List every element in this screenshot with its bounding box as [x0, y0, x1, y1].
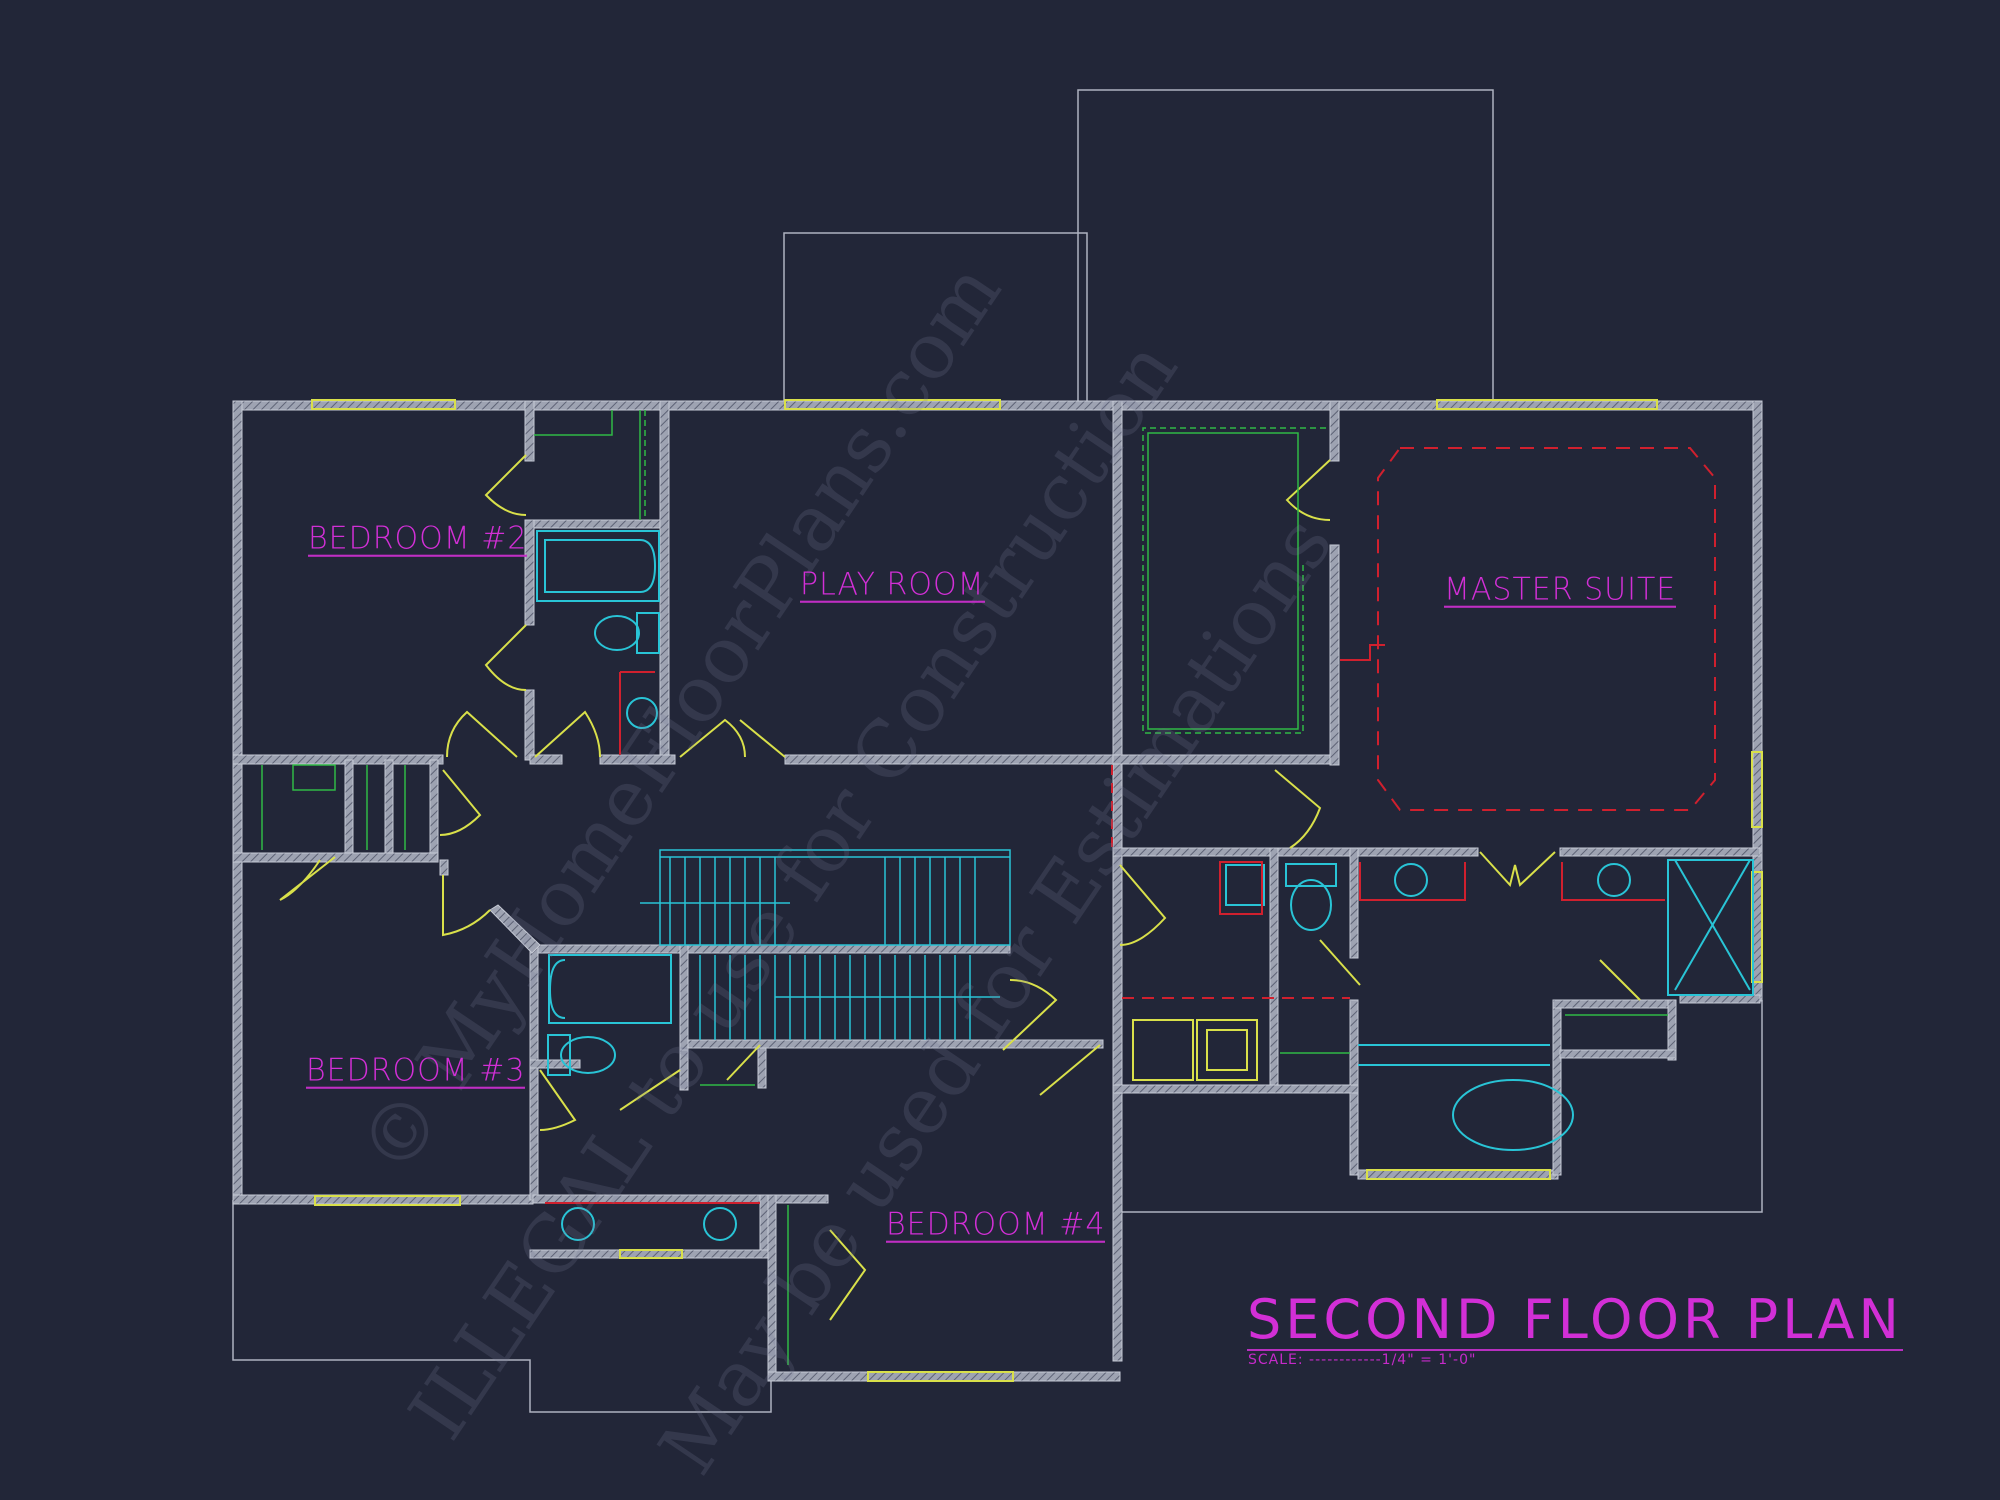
ceiling-lines [545, 447, 1716, 1204]
plan-title: SECOND FLOOR PLAN [1247, 1288, 1903, 1351]
room-label-play-room: PLAY ROOM [800, 566, 985, 603]
room-label-master-suite: MASTER SUITE [1444, 571, 1677, 608]
room-label-bedroom-3: BEDROOM #3 [306, 1052, 526, 1089]
laundry-units [1132, 1019, 1258, 1081]
room-label-bedroom-2: BEDROOM #2 [308, 520, 528, 557]
roof-outline [232, 89, 1763, 1413]
closets [261, 410, 1668, 1365]
doors [279, 454, 1641, 1321]
staircase [640, 849, 1011, 1040]
room-label-bedroom-4: BEDROOM #4 [886, 1206, 1106, 1243]
scale-note: SCALE: ------------1/4" = 1'-0" [1248, 1352, 1477, 1368]
windows [311, 399, 1763, 1382]
fixtures [536, 530, 1754, 1241]
